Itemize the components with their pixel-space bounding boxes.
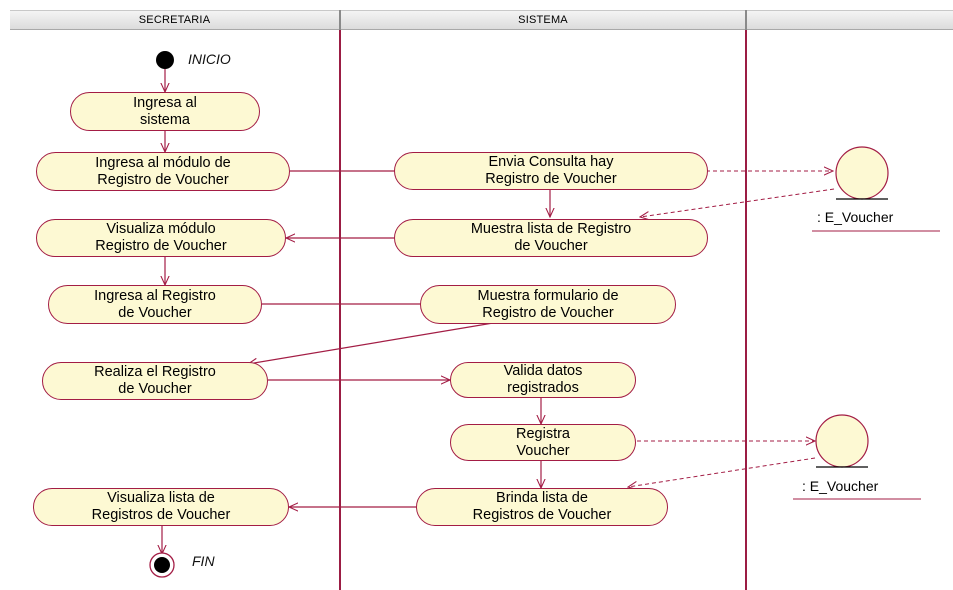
dashed-voucher-to-muestra xyxy=(640,188,835,217)
flow-formulario-to-realiza xyxy=(248,320,506,364)
lane-header-empty xyxy=(747,10,953,30)
entity-voucher-2 xyxy=(793,414,921,500)
lane-divider xyxy=(745,30,747,590)
header-separator xyxy=(745,10,747,30)
end-node-inner xyxy=(154,557,170,573)
entity-voucher-1-label: : E_Voucher xyxy=(817,209,894,225)
lane-divider xyxy=(339,30,341,590)
lane-header-secretaria: SECRETARIA xyxy=(10,10,339,30)
lane-header-sistema: SISTEMA xyxy=(341,10,745,30)
entity-voucher-1 xyxy=(812,146,940,232)
entity-voucher-2-label: : E_Voucher xyxy=(802,478,879,494)
header-separator xyxy=(339,10,341,30)
start-node xyxy=(156,51,174,69)
end-label: FIN xyxy=(192,553,215,569)
dashed-voucher-to-brinda xyxy=(628,457,816,487)
start-label: INICIO xyxy=(188,51,231,67)
